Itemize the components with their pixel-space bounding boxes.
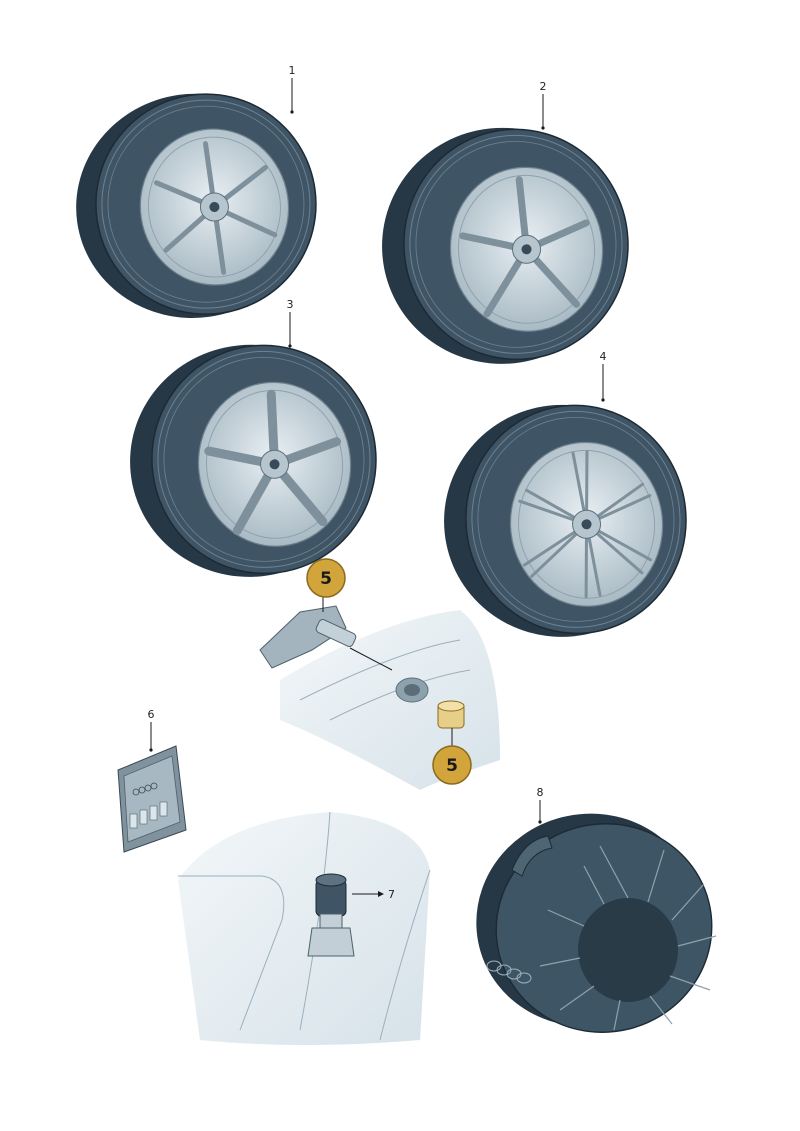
badge-5a-label: 5 — [320, 569, 332, 589]
callout-7-label: 7 — [388, 888, 395, 901]
callout-4-label: 4 — [600, 350, 607, 363]
wheel-bag[interactable]: 8 — [454, 786, 734, 1055]
badge-5b-label: 5 — [446, 756, 458, 776]
balance-weight-pack[interactable]: 6 — [117, 708, 187, 853]
badge-5-nut: 5 — [432, 745, 472, 785]
tire-pressure-sensor[interactable] — [259, 596, 393, 671]
wheel-2[interactable]: 2 — [370, 80, 639, 376]
callout-6-label: 6 — [148, 708, 155, 721]
valve-detail-panel — [178, 811, 431, 1045]
wheel-1[interactable]: 1 — [62, 64, 331, 333]
callout-1-label: 1 — [289, 64, 296, 77]
valve-nut[interactable] — [437, 700, 465, 746]
wheel-3[interactable]: 3 — [119, 298, 388, 589]
callout-8-label: 8 — [537, 786, 544, 799]
rim-detail-panel — [280, 610, 500, 790]
callout-3-label: 3 — [287, 298, 294, 311]
valve-cap[interactable]: 7 — [307, 873, 395, 957]
wheel-4[interactable]: 4 — [433, 350, 698, 649]
badge-5-sensor: 5 — [306, 558, 346, 598]
callout-2-label: 2 — [540, 80, 547, 93]
